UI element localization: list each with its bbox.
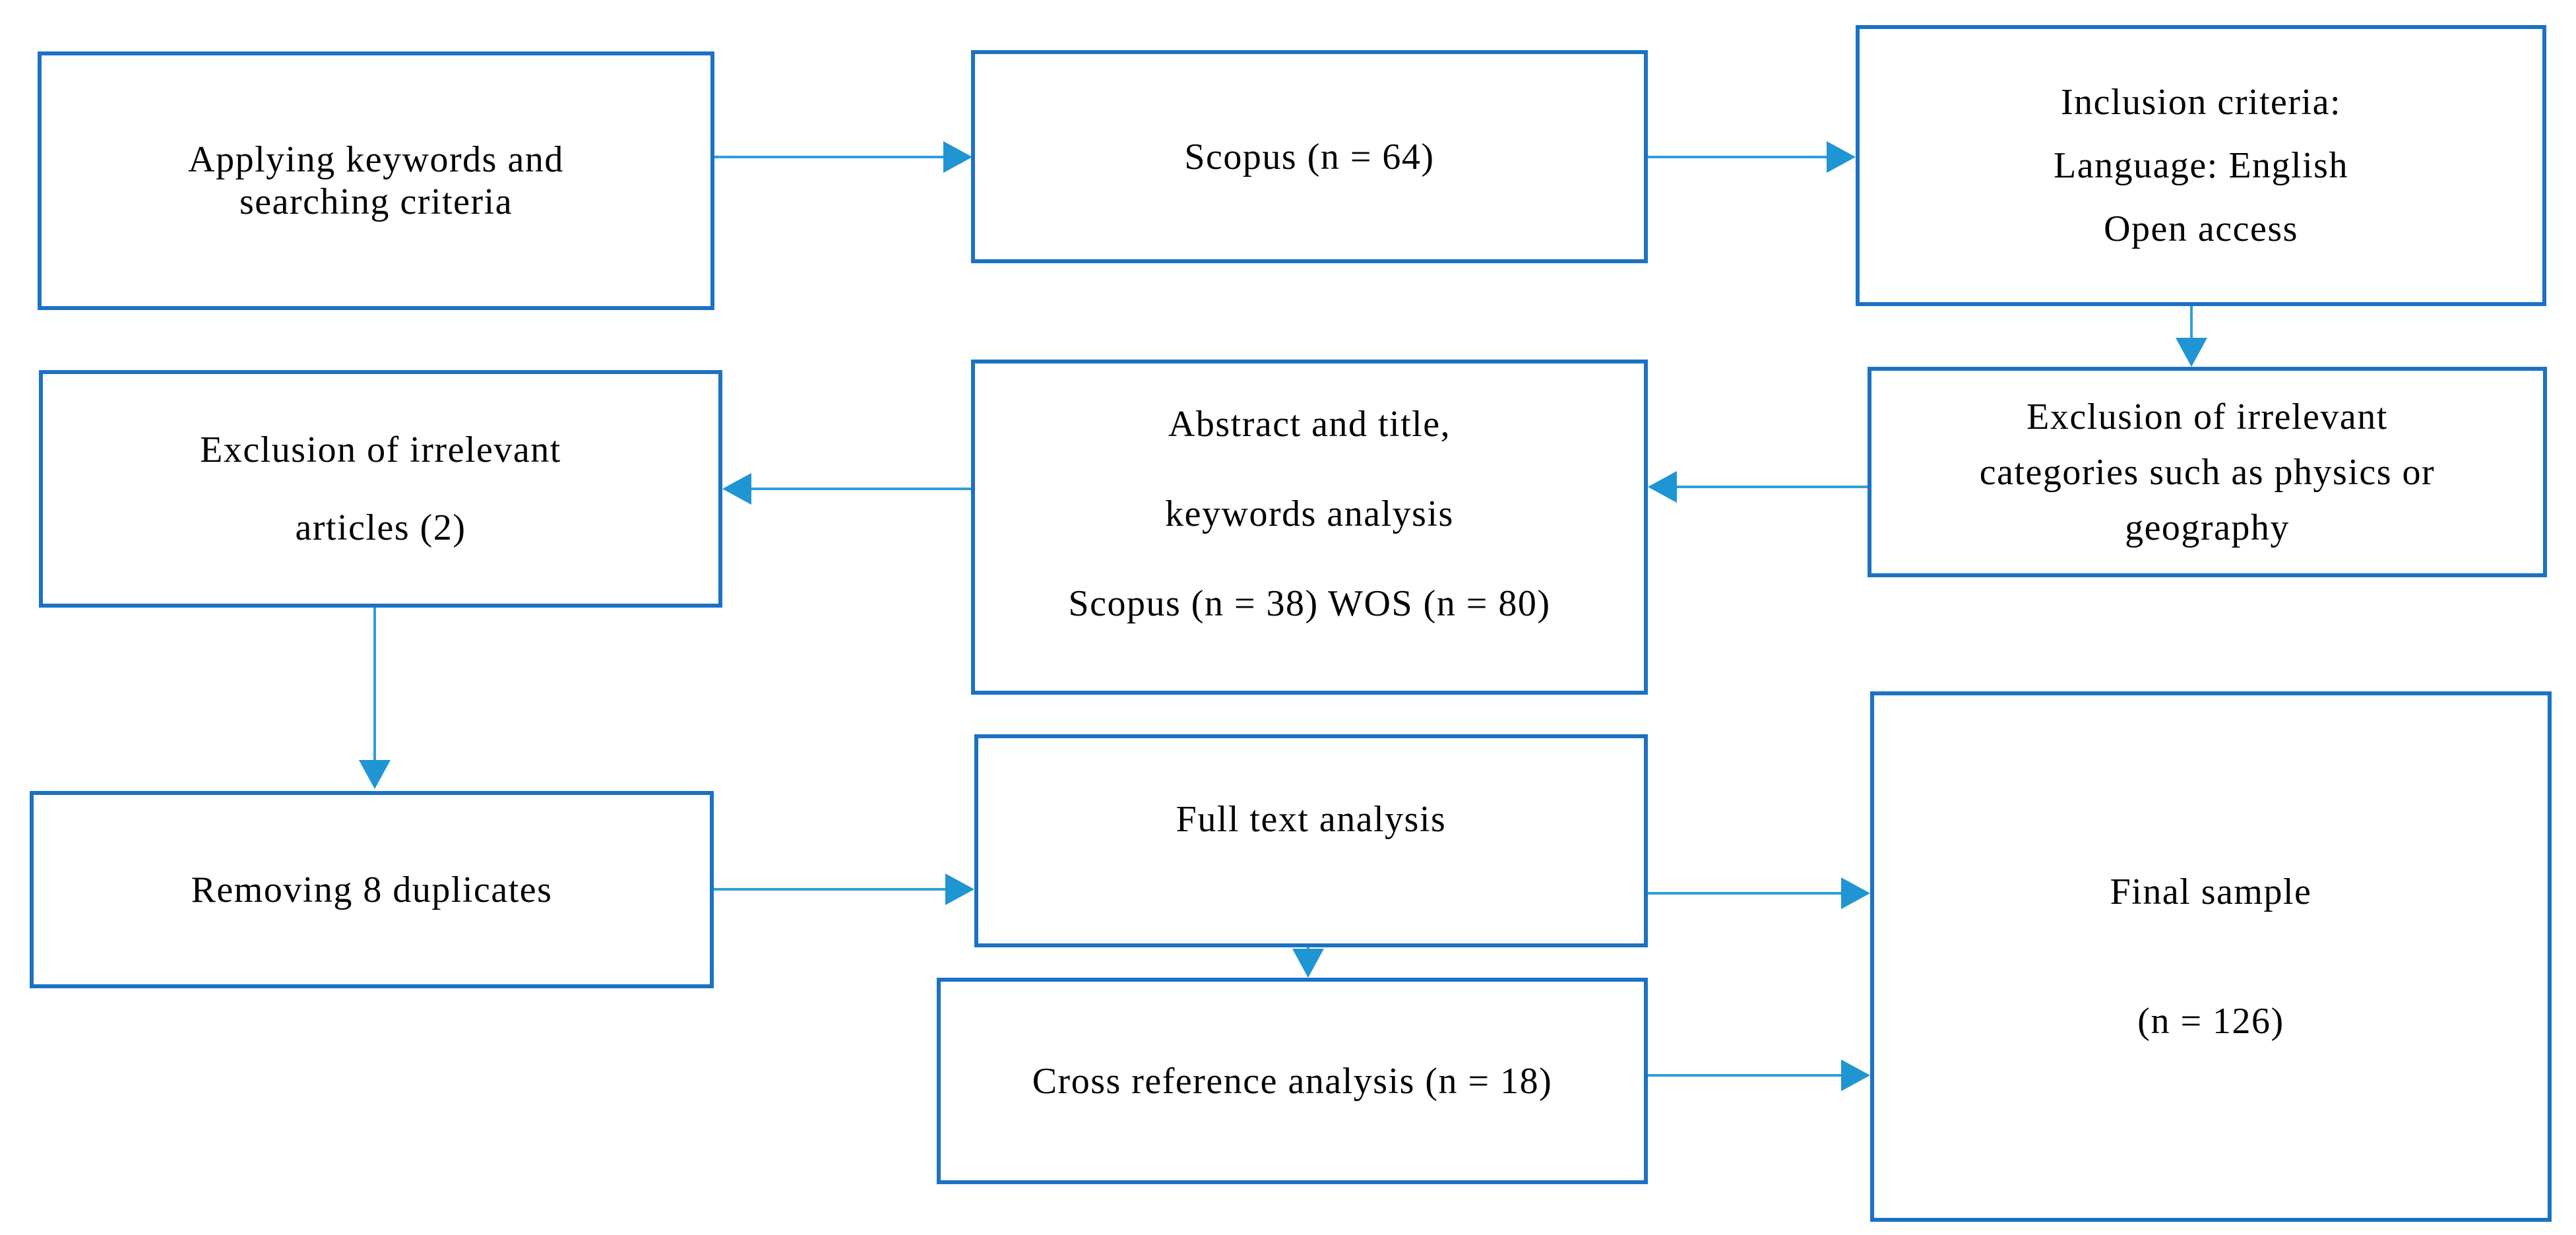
box-text-line: keywords analysis — [1165, 493, 1454, 534]
box-text-line: Exclusion of irrelevant — [200, 429, 561, 470]
box-scopus-n64: Scopus (n = 64) — [971, 50, 1648, 263]
box-text-line: Full text analysis — [1176, 799, 1447, 840]
arrow-line — [751, 488, 971, 490]
box-text-line: Scopus (n = 38) WOS (n = 80) — [1068, 583, 1551, 624]
box-text-line: (n = 126) — [2137, 1001, 2284, 1042]
arrow-line — [2190, 306, 2193, 338]
arrow-line — [1648, 1074, 1841, 1077]
arrowhead-right-icon — [1841, 877, 1870, 909]
box-abstract-title-keywords: Abstract and title, keywords analysis Sc… — [971, 360, 1648, 695]
arrow-line — [714, 156, 943, 158]
arrowhead-right-icon — [1841, 1060, 1870, 1091]
box-applying-keywords: Applying keywords and searching criteria — [38, 51, 714, 310]
arrow-line — [1648, 892, 1841, 895]
box-removing-duplicates: Removing 8 duplicates — [30, 791, 714, 988]
box-text-line: Exclusion of irrelevant — [2026, 396, 2388, 437]
box-exclusion-articles: Exclusion of irrelevant articles (2) — [39, 370, 722, 608]
arrowhead-down-icon — [2176, 338, 2207, 367]
box-inclusion-criteria: Inclusion criteria: Language: English Op… — [1856, 25, 2546, 306]
arrowhead-down-icon — [1292, 949, 1324, 978]
arrowhead-right-icon — [945, 873, 974, 905]
arrowhead-left-icon — [1648, 471, 1677, 503]
box-full-text-analysis: Full text analysis — [974, 734, 1648, 947]
box-text-line: searching criteria — [239, 181, 513, 222]
box-text-line: Final sample — [2110, 871, 2312, 912]
box-text-line: Removing 8 duplicates — [191, 869, 553, 910]
arrow-line — [373, 608, 376, 760]
box-final-sample: Final sample (n = 126) — [1870, 691, 2552, 1222]
box-text-line: geography — [2125, 507, 2290, 548]
box-text-line: Applying keywords and — [188, 139, 564, 180]
box-text-line: Language: English — [2054, 145, 2348, 186]
arrow-line — [1648, 156, 1827, 158]
box-text-line: Inclusion criteria: — [2060, 82, 2341, 123]
box-exclusion-categories: Exclusion of irrelevant categories such … — [1868, 367, 2547, 577]
arrow-line — [714, 888, 945, 891]
box-text-line: Cross reference analysis (n = 18) — [1032, 1060, 1553, 1102]
box-text-line: Abstract and title, — [1168, 404, 1451, 445]
box-text-line: articles (2) — [295, 507, 466, 548]
arrowhead-right-icon — [1827, 141, 1856, 173]
arrow-line — [1677, 486, 1868, 488]
arrowhead-right-icon — [943, 141, 972, 173]
arrowhead-left-icon — [722, 473, 751, 505]
box-text-line: Open access — [2104, 208, 2298, 249]
box-cross-reference-analysis: Cross reference analysis (n = 18) — [937, 978, 1648, 1184]
box-text-line: categories such as physics or — [1979, 451, 2435, 493]
arrowhead-down-icon — [359, 760, 391, 789]
box-text-line: Scopus (n = 64) — [1184, 136, 1435, 177]
